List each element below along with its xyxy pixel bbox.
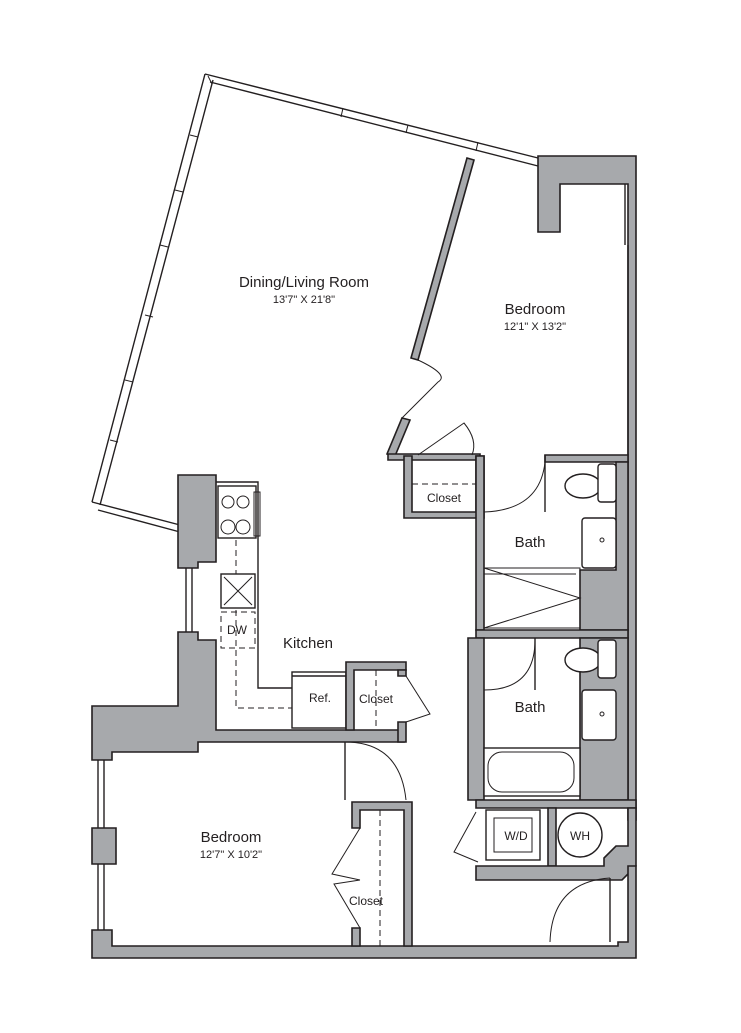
bedroom-main-size: 12'1" X 13'2": [504, 321, 566, 333]
water-heater-label: WH: [570, 829, 590, 843]
laundry-area: W/D WH: [453, 799, 637, 881]
bedroom-main-label: Bedroom: [505, 301, 566, 318]
bedroom-main-door[interactable]: [401, 359, 475, 456]
bedroom-second-size: 12'7" X 10'2": [200, 849, 262, 861]
dishwasher-label: DW: [227, 623, 248, 637]
bath-lower-label: Bath: [515, 699, 546, 716]
closet-kitchen-label: Closet: [359, 692, 394, 706]
bath-upper: Bath: [475, 454, 629, 631]
closet-main[interactable]: Closet: [403, 455, 485, 519]
closet-kitchen[interactable]: Closet: [345, 661, 431, 743]
living-room-size: 13'7" X 21'8": [273, 294, 335, 306]
kitchen: DW Ref. Kitchen: [91, 474, 405, 761]
bedroom-second: Closet Bedroom 12'7" X 10'2": [91, 741, 413, 947]
washer-dryer-label: W/D: [504, 829, 528, 843]
closet-bedroom-label: Closet: [349, 894, 384, 908]
south-walls: [91, 865, 637, 959]
bedroom-second-label: Bedroom: [201, 829, 262, 846]
bath-upper-label: Bath: [515, 534, 546, 551]
living-room-label: Dining/Living Room: [239, 274, 369, 291]
entry-door[interactable]: [549, 877, 611, 943]
closet-main-label: Closet: [427, 491, 462, 505]
kitchen-label: Kitchen: [283, 635, 333, 652]
living-room-window-wall: [91, 73, 539, 533]
bath-lower: Bath: [467, 629, 629, 801]
refrigerator-label: Ref.: [309, 691, 331, 705]
